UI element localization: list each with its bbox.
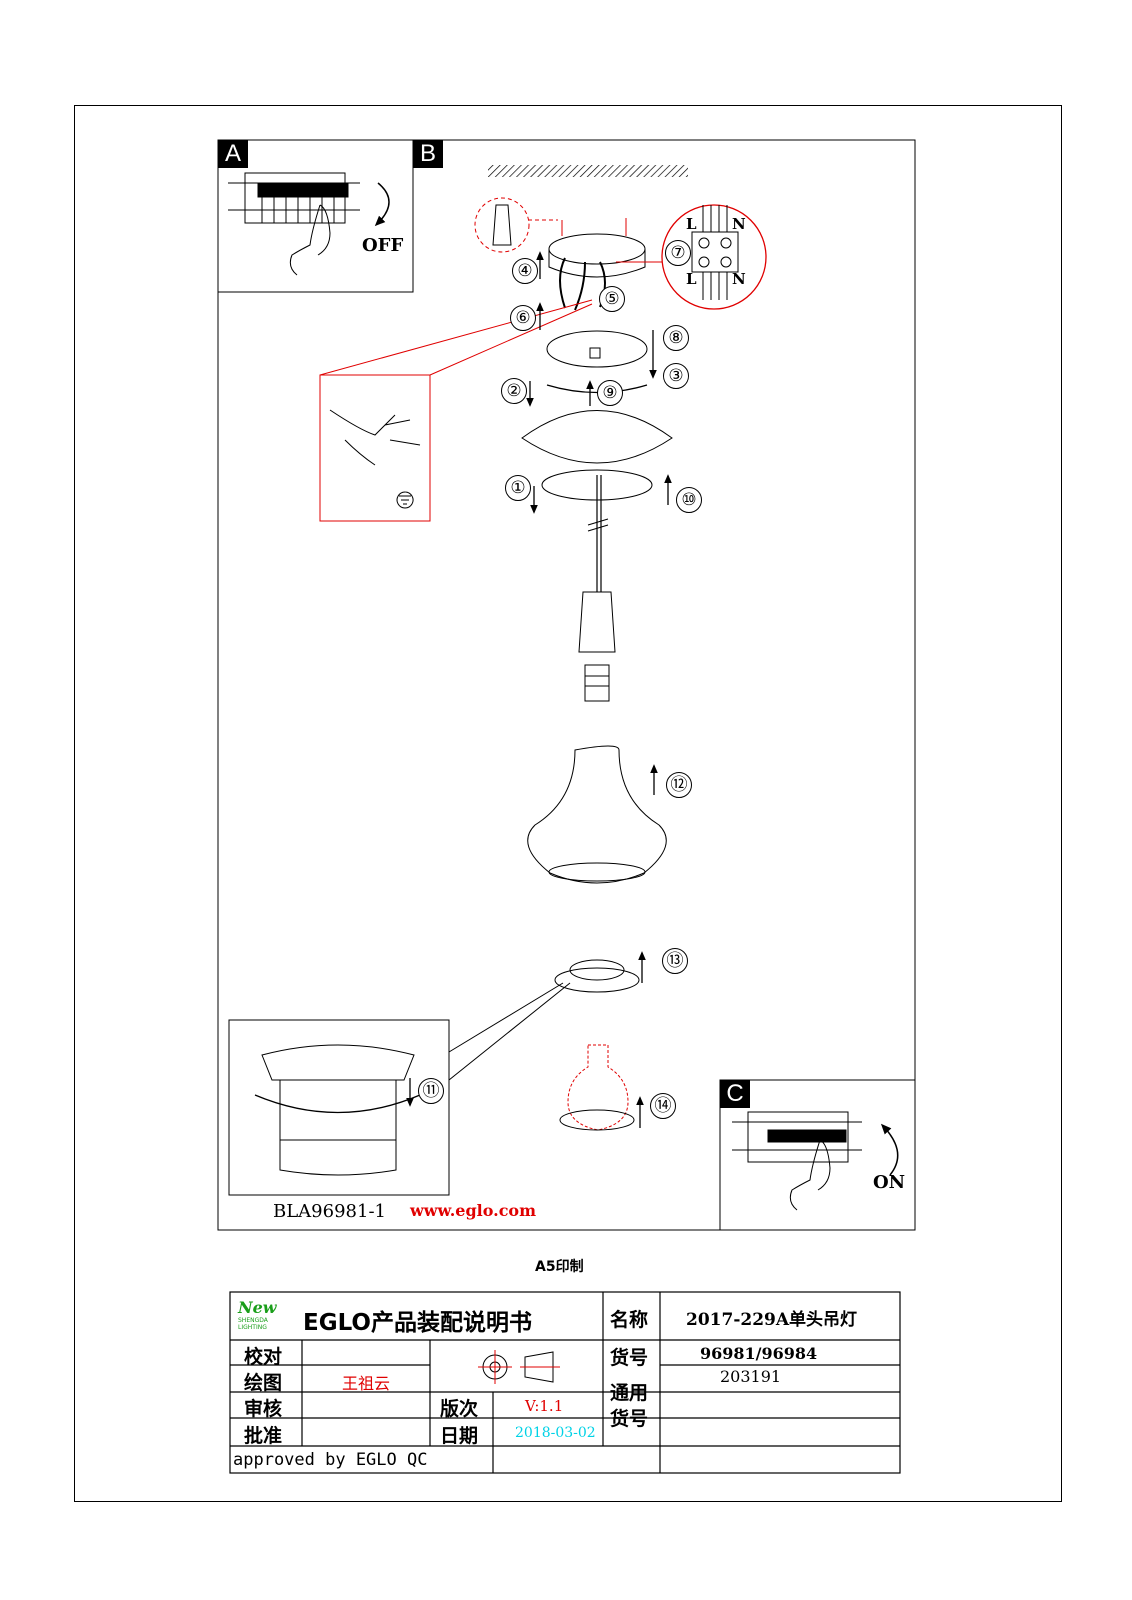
title-block-grid [229,1291,901,1474]
projection-symbol-icon [478,1350,560,1384]
wire-strip-detail-frame [319,374,431,522]
detail-thread [279,1139,397,1176]
step-6-label: ⑥ [510,305,536,331]
general-no-value: 203191 [720,1367,782,1386]
name-value: 2017-229A单头吊灯 [686,1310,858,1330]
ground-symbol-icon [396,491,414,509]
detail-socket-body [279,1079,397,1141]
lamp-holder-cover [578,591,616,653]
step-4-label: ④ [512,258,538,284]
shade-rim [548,862,646,882]
approve-label: 批准 [244,1425,283,1447]
ceiling-canopy [521,410,673,464]
print-note: A5印制 [535,1259,584,1275]
date-value: 2018-03-02 [515,1425,596,1441]
version-label: 版次 [440,1398,479,1420]
date-label: 日期 [440,1425,479,1447]
off-label: OFF [362,235,404,256]
company-logo: New SHENGDA LIGHTING [238,1298,288,1336]
rotate-arrow-off [374,182,390,227]
detail-rotate-arrow [254,1094,421,1114]
shade-ring [569,959,625,981]
panel-a-frame [217,139,414,293]
step-10-label: ⑩ [676,487,702,513]
wire-label-l-bottom: L [686,270,697,288]
item-no-label: 货号 [610,1347,649,1369]
panel-c-frame [719,1079,916,1231]
step-9-label: ⑨ [597,380,623,406]
version-value: V:1.1 [525,1397,564,1415]
wire-stripper-icon [329,409,421,466]
drawing-sheet-border [74,105,1062,1502]
document-heading: EGLO产品装配说明书 [303,1310,532,1336]
wall-plug-callout [474,197,530,253]
detail-ring-top [261,1044,415,1081]
step-1-label: ① [505,475,531,501]
logo-text: New [238,1298,277,1317]
canopy-cover-plate [546,330,648,368]
step-3-label: ③ [663,363,689,389]
website-link[interactable]: www.eglo.com [410,1201,537,1220]
ring-rotate-ellipse [554,967,640,993]
detail-leader-1 [448,982,564,1053]
wire-label-l-top: L [686,215,697,233]
model-code: BLA96981-1 [273,1201,386,1222]
wire-label-n-top: N [732,215,746,233]
check-label: 校对 [244,1346,283,1368]
ceiling-hatch [488,165,688,177]
step-11-label: ⑪ [418,1078,444,1104]
pendant-shade [527,745,667,884]
breaker-box-on [732,1111,862,1163]
panel-c-letter: C [720,1080,750,1108]
logo-sub: LIGHTING [238,1324,267,1331]
item-no-value: 96981/96984 [700,1344,818,1363]
name-label: 名称 [610,1309,649,1331]
detail-11-frame [228,1019,450,1196]
terminal-block [691,205,739,300]
main-drawing-frame [217,139,916,1231]
cable-grip [589,347,601,359]
drawing-label: 绘图 [244,1372,283,1394]
approved-by: approved by EGLO QC [233,1450,428,1470]
wall-plug-icon [492,204,512,246]
review-label: 审核 [244,1398,283,1420]
lamp-socket [584,664,610,702]
panel-b-letter: B [413,140,443,168]
cable-break-mark [587,518,609,532]
step-2-label: ② [501,378,527,404]
step-8-label: ⑧ [663,325,689,351]
rotate-arrow-on [880,1123,899,1176]
strip-leader-2 [429,303,593,376]
hand-icon-a [289,204,331,276]
hand-icon-c [789,1139,831,1211]
drawing-value: 王祖云 [342,1374,391,1393]
strip-leader-1 [319,299,593,376]
step-5-label: ⑤ [599,286,625,312]
breaker-box-off [228,172,360,224]
bulb-rotate-ellipse [559,1109,635,1131]
step-7-label: ⑦ [665,240,691,266]
panel-a-letter: A [218,140,248,168]
light-bulb-icon [567,1044,629,1131]
step-12-label: ⑫ [666,772,692,798]
detail-leader-2 [448,982,571,1081]
canopy-bracket [548,249,646,278]
step-14-label: ⑭ [650,1093,676,1119]
logo-brand: SHENGDA [238,1317,268,1324]
on-label: ON [873,1172,906,1193]
wire-label-n-bottom: N [732,270,746,288]
step-13-label: ⑬ [662,948,688,974]
general-no-label: 通用 货号 [610,1382,649,1430]
